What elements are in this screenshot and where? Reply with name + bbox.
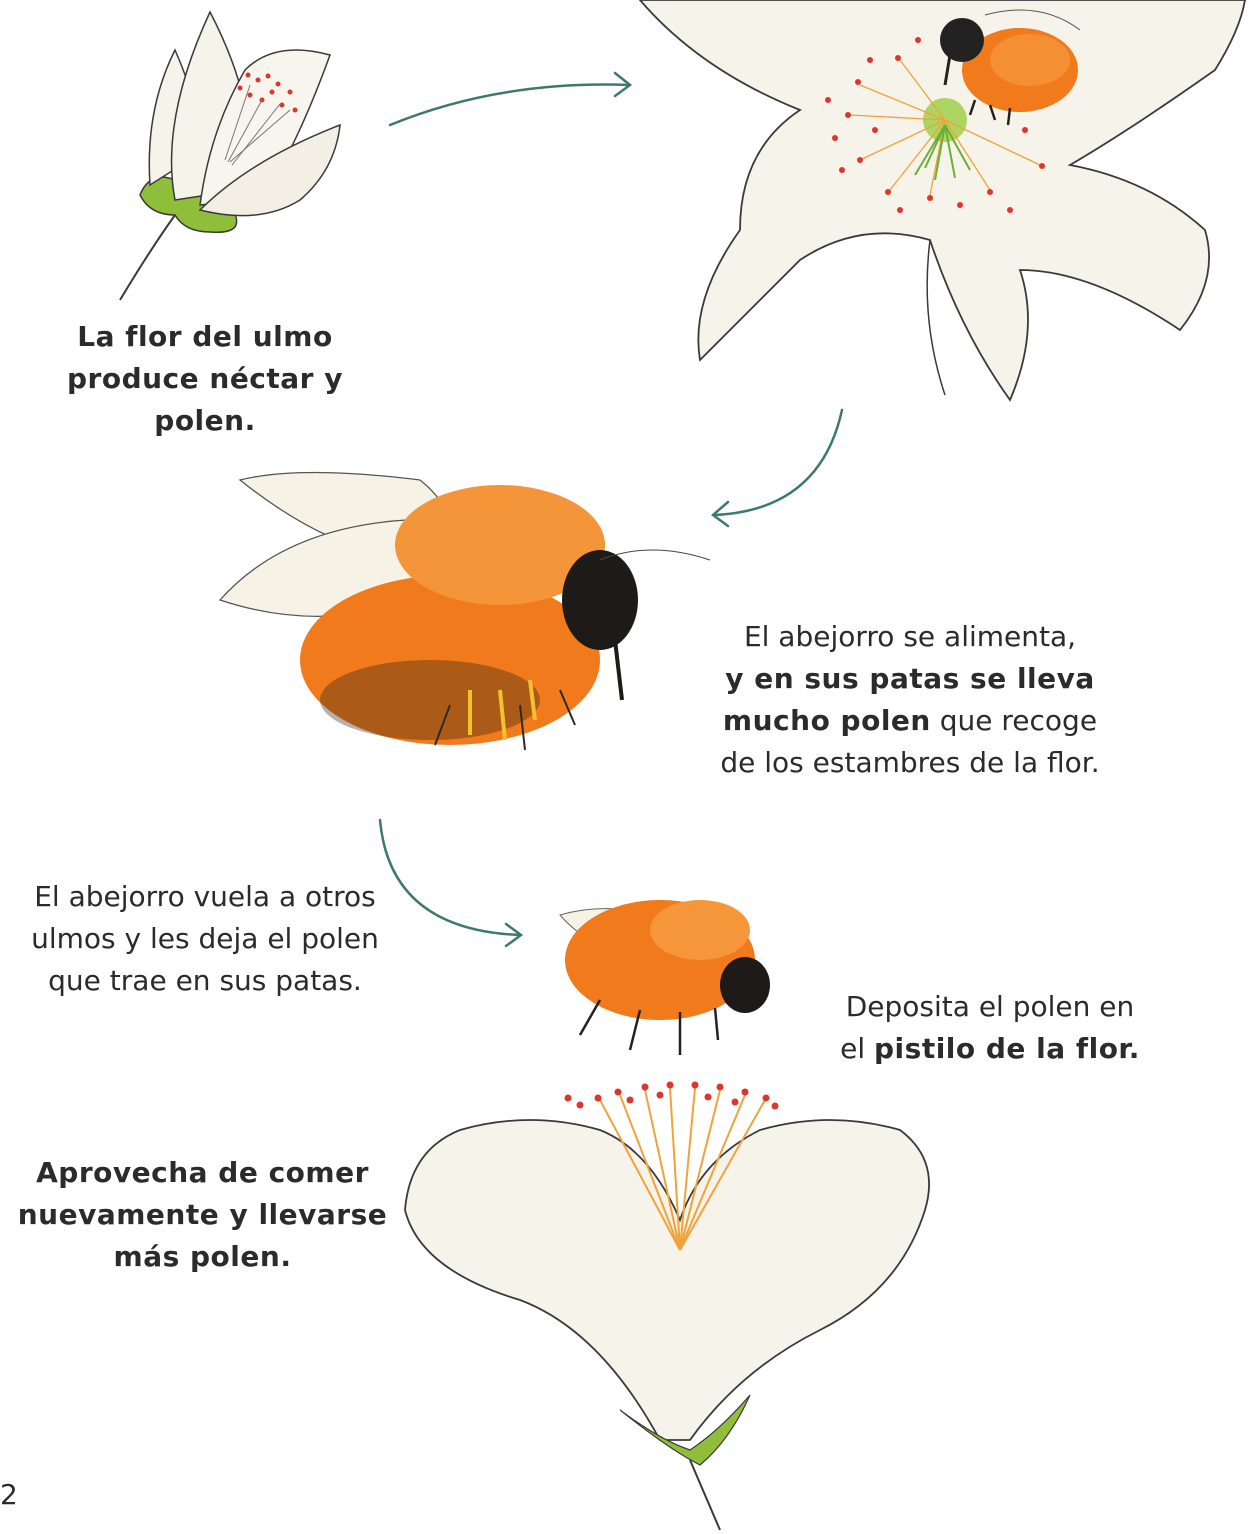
caption-bee-feeds: El abejorro se alimenta, y en sus patas … bbox=[700, 616, 1120, 784]
ulmo-flower-bud-illustration bbox=[120, 12, 340, 300]
ulmo-flower-open-illustration bbox=[640, 0, 1245, 400]
caption-bee-flies: El abejorro vuela a otros ulmos y les de… bbox=[20, 876, 390, 1002]
caption-bee-feeds-line3-bold: mucho polen bbox=[723, 704, 931, 737]
bumblebee-large-illustration bbox=[220, 473, 710, 751]
caption-deposit-line1: Deposita el polen en bbox=[830, 986, 1150, 1028]
caption-bee-feeds-line2: y en sus patas se lleva bbox=[725, 662, 1095, 695]
ulmo-flower-side-illustration bbox=[405, 1082, 929, 1531]
arrow-bee-to-next-flower bbox=[380, 820, 520, 935]
caption-bee-flies-line2: ulmos y les deja el polen bbox=[20, 918, 390, 960]
caption-eat-again: Aprovecha de comer nuevamente y llevarse… bbox=[15, 1152, 390, 1278]
caption-flower-intro-line2: produce néctar y polen. bbox=[15, 358, 395, 442]
caption-bee-flies-line3: que trae en sus patas. bbox=[20, 960, 390, 1002]
arrow-flower-to-bee-on-flower bbox=[390, 85, 630, 126]
caption-eat-again-line1: Aprovecha de comer bbox=[15, 1152, 390, 1194]
arrow-flower-to-flying-bee bbox=[715, 410, 842, 515]
caption-deposit-line2-bold: pistilo de la flor. bbox=[874, 1032, 1140, 1065]
caption-eat-again-line3: más polen. bbox=[15, 1236, 390, 1278]
page-number: 2 bbox=[0, 1478, 18, 1511]
bumblebee-small-illustration bbox=[560, 900, 770, 1055]
caption-bee-flies-line1: El abejorro vuela a otros bbox=[20, 876, 390, 918]
caption-eat-again-line2: nuevamente y llevarse bbox=[15, 1194, 390, 1236]
caption-flower-intro-line1: La flor del ulmo bbox=[15, 316, 395, 358]
caption-deposit-line2-pre: el bbox=[840, 1032, 874, 1065]
caption-deposit: Deposita el polen en el pistilo de la fl… bbox=[830, 986, 1150, 1070]
caption-bee-feeds-line3-rest: que recoge bbox=[931, 704, 1097, 737]
caption-bee-feeds-line4: de los estambres de la flor. bbox=[700, 742, 1120, 784]
caption-flower-intro: La flor del ulmo produce néctar y polen. bbox=[15, 316, 395, 442]
caption-bee-feeds-line1: El abejorro se alimenta, bbox=[700, 616, 1120, 658]
